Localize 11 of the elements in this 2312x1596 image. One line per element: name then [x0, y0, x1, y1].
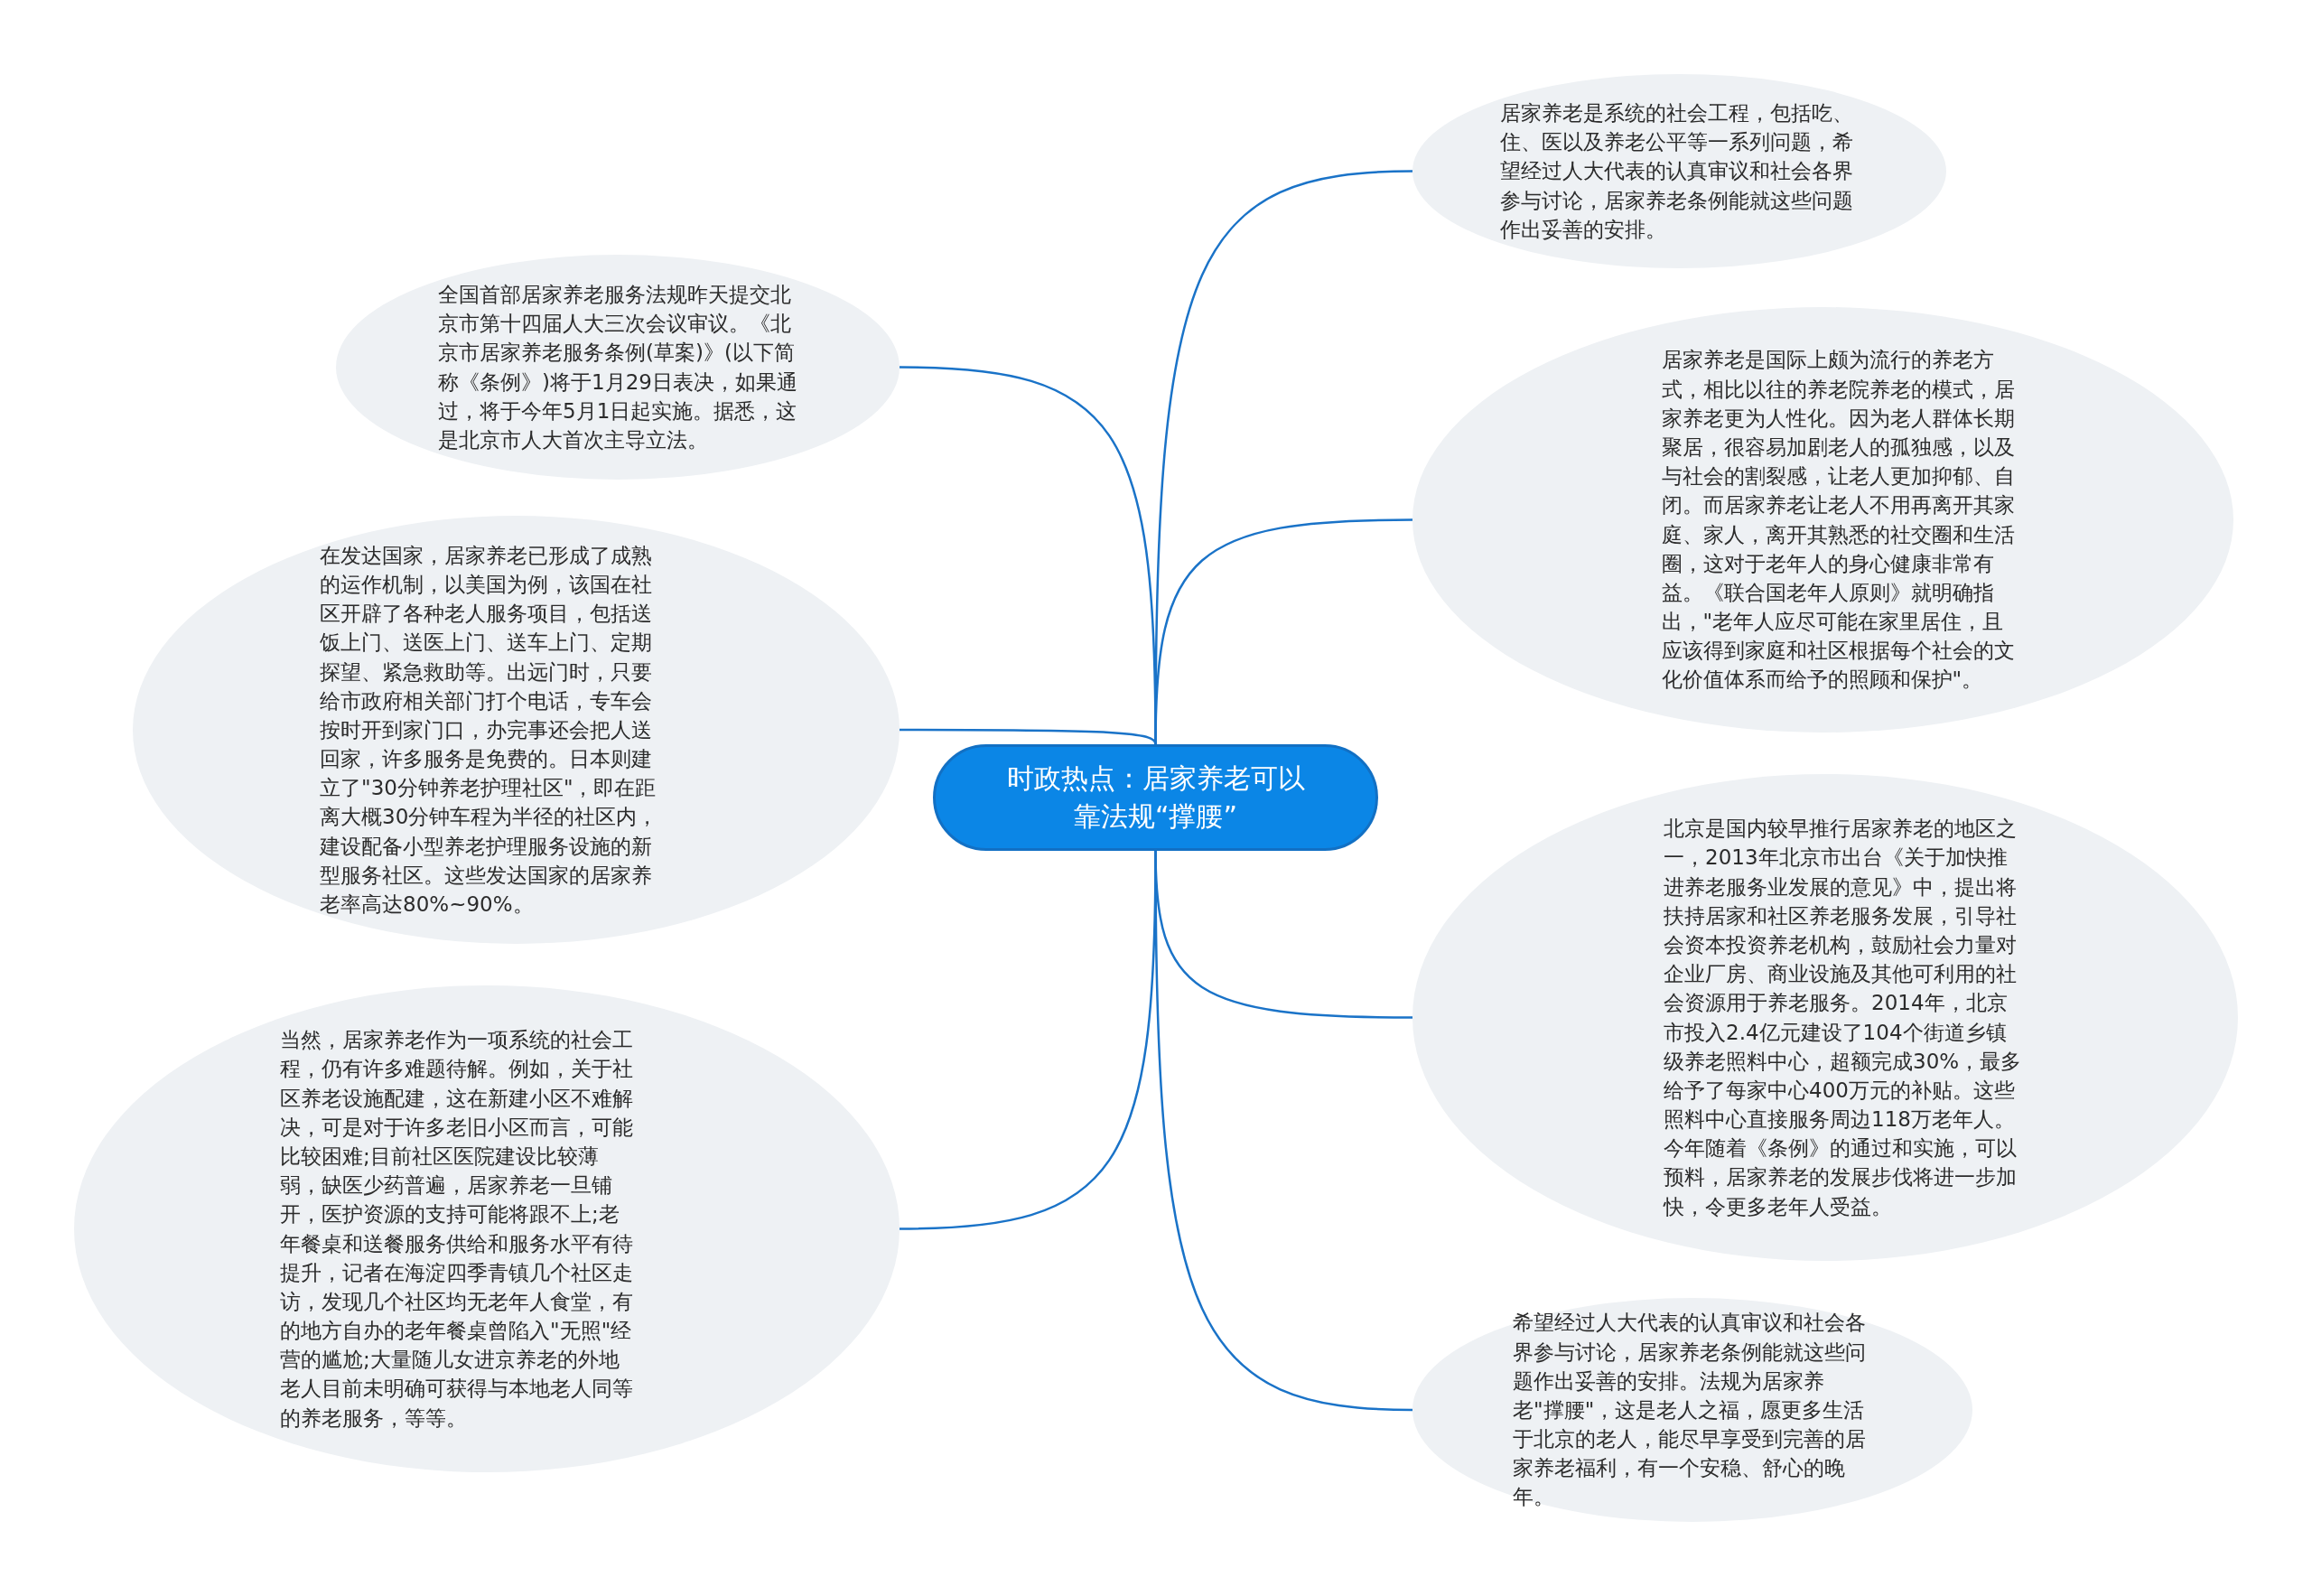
connector-line	[900, 728, 1157, 745]
topic-text: 在发达国家，居家养老已形成了成熟的运作机制，以美国为例，该国在社区开辟了各种老人服务项目，包括送饭上门、送医上门、送车上门、定期探望、紧急救助等。出远门时，只要给市政府相关部门打个电话，专车会按时开到家门口，办完事还会把人送回家，许多服务是免费的。日本则建立了"30分钟养老护理社区"，即在距离大概30分钟车程为半径的社区内，建设配备小型养老护理服务设施的新型服务社区。这些发达国家的居家养老率高达80%~90%。	[320, 542, 658, 919]
topic-title: 时政热点：居家养老可以靠法规“撑腰”	[1005, 761, 1306, 834]
topic-text: 居家养老是系统的社会工程，包括吃、住、医以及养老公平等一系列问题，希望经过人大代表的认真审议和社会各界参与讨论，居家养老条例能就这些问题作出妥善的安排。	[1499, 100, 1854, 243]
topic-text: 全国首部居家养老服务法规昨天提交北京市第十四届人大三次会议审议。《北京市居家养老服务条例(草案)》(以下简称《条例》)将于1月29日表决，如果通过，将于今年5月1日起实施。据悉，这是北京市人大首次主导立法。	[438, 281, 797, 453]
topic-text: 希望经过人大代表的认真审议和社会各界参与讨论，居家养老条例能就这些问题作出妥善的安排。法规为居家养老"撑腰"，这是老人之福，愿更多生活于北京的老人，能尽早享受到完善的居家养老福利，有一个安稳、舒心的晚年。	[1513, 1310, 1868, 1511]
topic-text: 当然，居家养老作为一项系统的社会工程，仍有许多难题待解。例如，关于社区养老设施配建，这在新建小区不难解决，可是对于许多老旧小区而言，可能比较困难;目前社区医院建设比较薄弱，缺医少药普遍，居家养老一旦铺开，医护资源的支持可能将跟不上;老年餐桌和送餐服务供给和服务水平有待提升，记者在海淀四季青镇几个社区走访，发现几个社区均无老年人食堂，有的地方自办的老年餐桌曾陷入"无照"经营的尴尬;大量随儿女进京养老的外地老人目前未明确可获得与本地老人同等的养老服务，等等。	[280, 1027, 635, 1432]
topic-text: 北京是国内较早推行居家养老的地区之一，2013年北京市出台《关于加快推进养老服务业发展的意见》中，提出将扶持居家和社区养老服务发展，引导社会资本投资养老机构，鼓励社会力量对企业厂房、商业设施及其他可利用的社会资源用于养老服务。2014年，北京市投入2.4亿元建设了104个街道乡镇级养老照料中心，超额完成30%，最多给予了每家中心400万元的补贴。这些照料中心直接服务周边118万老年人。今年随着《条例》的通过和实施，可以预料，居家养老的发展步伐将进一步加快，令更多老年人受益。	[1664, 816, 2023, 1220]
connector-line	[899, 366, 1157, 744]
topic-text: 居家养老是国际上颇为流行的养老方式，相比以往的养老院养老的模式，居家养老更为人性化。因为老人群体长期聚居，很容易加剧老人的孤独感，以及与社会的割裂感，让老人更加抑郁、自闭。而居家养老让老人不用再离开其家庭、家人，离开其熟悉的社交圈和生活圈，这对于老年人的身心健康非常有益。《联合国老年人原则》就明确指出，"老年人应尽可能在家里居住，且应该得到家庭和社区根据每个社会的文化价值体系而给予的照顾和保护"。	[1661, 347, 2016, 694]
connector-line	[899, 851, 1157, 1230]
